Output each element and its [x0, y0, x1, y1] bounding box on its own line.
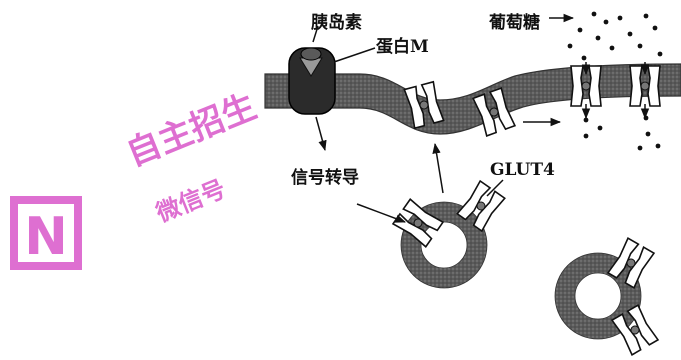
watermark-logo-letter: N	[24, 207, 68, 267]
vesicle-1	[401, 202, 487, 288]
signal-to-vesicle-arrow	[356, 203, 406, 223]
protein-m-receptor	[288, 47, 336, 115]
glut4-pointer	[486, 179, 504, 197]
glut4-label: GLUT4	[490, 160, 555, 180]
glucose-label: 葡萄糖	[489, 13, 540, 33]
insulin-pointer	[312, 25, 319, 43]
exocytosis-arrow	[432, 142, 444, 194]
vesicle-2	[555, 253, 641, 339]
insulin-label: 胰岛素	[311, 13, 362, 33]
signal-transduction-label: 信号转导	[291, 168, 359, 188]
watermark-logo: N	[10, 196, 82, 270]
protein-m-pointer	[333, 47, 376, 63]
signal-arrow	[315, 116, 327, 152]
protein-m-label: 蛋白M	[376, 37, 429, 57]
